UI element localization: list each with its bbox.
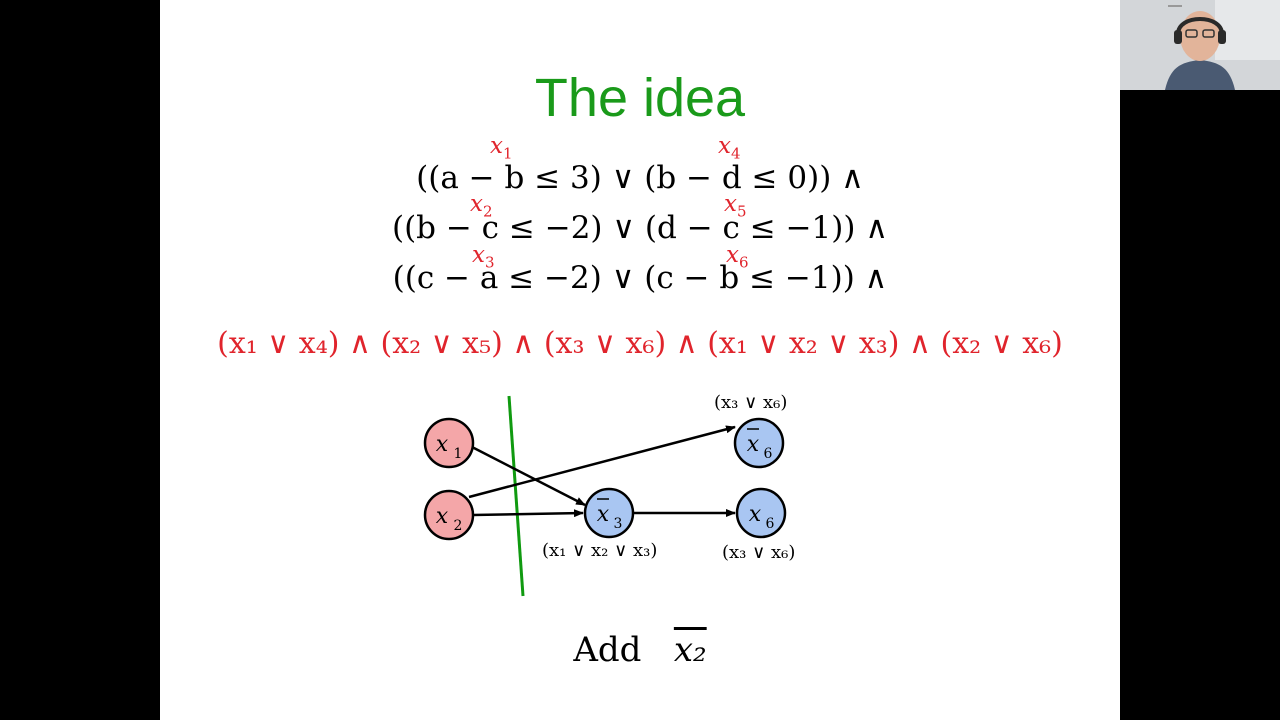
presenter-video-icon	[1120, 0, 1280, 90]
node-x1-base: x	[436, 432, 449, 457]
node-not-x6: x 6	[733, 417, 785, 469]
node-x6-sub: 6	[766, 516, 775, 532]
atom-label-x1: x1	[490, 133, 513, 163]
atom-label-x6: x6	[726, 242, 749, 272]
slide: The idea ((a − b ≤ 3) ∨ (b − d ≤ 0)) ∧ (…	[160, 0, 1120, 720]
formula-line-1: ((a − b ≤ 3) ∨ (b − d ≤ 0)) ∧	[416, 160, 864, 196]
node-x2-sub: 2	[454, 518, 463, 534]
atom-label-x2: x2	[470, 191, 493, 221]
cnf-formula: (x₁ ∨ x₄) ∧ (x₂ ∨ x₅) ∧ (x₃ ∨ x₆) ∧ (x₁ …	[217, 326, 1063, 361]
cut-line	[507, 395, 525, 597]
formula-line-3: ((c − a ≤ −2) ∨ (c − b ≤ −1)) ∧	[392, 260, 888, 296]
atom-label-x4: x4	[718, 133, 741, 163]
node-x2-base: x	[436, 504, 449, 529]
node-x1-sub: 1	[454, 446, 463, 462]
node-x1: x 1	[423, 417, 475, 469]
add-instruction: Add x₂	[160, 628, 1120, 672]
implication-graph: x 1 x 2 x 3 x 6 x 6	[423, 395, 787, 597]
edge-x1-nx3	[471, 445, 586, 507]
node-x6: x 6	[735, 487, 787, 539]
add-label: Add	[573, 630, 642, 670]
formula-line-2: ((b − c ≤ −2) ∨ (d − c ≤ −1)) ∧	[391, 210, 889, 246]
atom-label-x5: x5	[724, 191, 747, 221]
atom-label-x3: x3	[472, 242, 495, 272]
clause-note-x6: (x₃ ∨ x₆)	[722, 542, 796, 563]
edge-x2-nx6	[468, 425, 736, 499]
node-not-x3-base: x	[597, 502, 610, 527]
clause-note-not-x3: (x₁ ∨ x₂ ∨ x₃)	[542, 540, 658, 561]
slide-title: The idea	[534, 68, 746, 128]
node-not-x6-sub: 6	[764, 446, 773, 462]
edge-x2-nx3	[472, 509, 584, 518]
node-not-x3: x 3	[583, 487, 635, 539]
clause-note-not-x6: (x₃ ∨ x₆)	[714, 392, 788, 413]
node-not-x6-base: x	[747, 432, 760, 457]
add-literal: x₂	[673, 630, 707, 670]
node-x2: x 2	[423, 489, 475, 541]
webcam-thumbnail	[1120, 0, 1280, 90]
node-x6-base: x	[749, 502, 762, 527]
node-not-x3-sub: 3	[614, 516, 623, 532]
